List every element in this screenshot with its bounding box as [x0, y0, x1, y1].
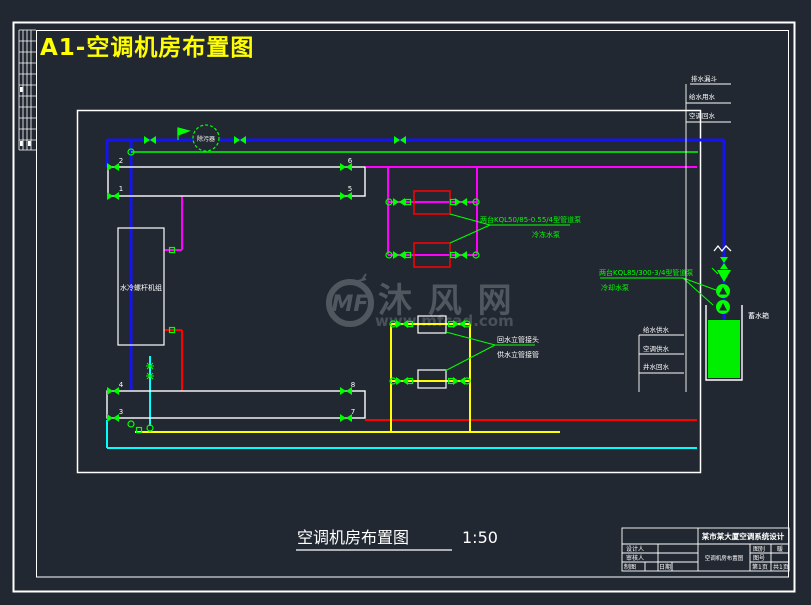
title-block: 某市某大厦空调系统设计 空调机房布置图 设计人 审核人 制图 日期 图别 暖 图…	[36, 527, 790, 578]
svg-text:7: 7	[351, 408, 355, 416]
svg-text:8: 8	[351, 381, 355, 389]
cooling-pump-1-icon	[716, 284, 730, 298]
svg-text:3: 3	[119, 408, 123, 416]
pipe-drain-cyan	[106, 356, 697, 449]
tb-designer: 设计人	[626, 545, 644, 553]
chiller-unit: 水冷螺杆机组	[117, 227, 165, 346]
svg-text:6: 6	[348, 157, 353, 165]
riser-label-top: 回水立管接头	[497, 335, 539, 344]
cooling-pumps-spec: 两台KQL85/300-3/4型管道泵	[599, 268, 693, 277]
water-tank: 蓄水箱	[705, 305, 769, 381]
svg-text:5: 5	[348, 185, 352, 193]
watermark-logo-circle	[326, 279, 374, 327]
caption: 空调机房布置图 1:50	[296, 528, 498, 551]
tb-checker: 审核人	[626, 554, 644, 562]
supply-header-unit	[107, 166, 366, 197]
strainer-symbol: 除污器	[192, 124, 220, 152]
strainer-label: 除污器	[197, 135, 215, 143]
tb-pages: 共1页	[773, 563, 789, 571]
tb-no-label: 图号	[753, 555, 765, 562]
svg-text:排水漏斗: 排水漏斗	[691, 74, 718, 83]
svg-text:井水回水: 井水回水	[643, 362, 670, 371]
pipe-cooling-yellow	[135, 323, 560, 433]
svg-text:给水供水: 给水供水	[643, 325, 670, 334]
tank-label: 蓄水箱	[748, 311, 769, 320]
caption-text: 空调机房布置图	[297, 528, 409, 547]
seat-valve-icon	[711, 267, 731, 282]
watermark: MF 沐 风 网 www.mfcad.com	[326, 273, 514, 330]
shaft-table-top: 排水漏斗 给水用水 空调回水	[685, 74, 731, 392]
pipe-return-magenta	[164, 166, 697, 256]
leader-lines	[444, 213, 717, 372]
chiller-label: 水冷螺杆机组	[120, 283, 162, 292]
cooling-pumps-name: 冷却水泵	[601, 283, 629, 292]
svg-text:4: 4	[119, 381, 124, 389]
left-revision-strip	[18, 29, 36, 151]
tb-type-label: 图别	[753, 545, 765, 553]
tb-project: 某市某大厦空调系统设计	[702, 531, 785, 541]
pipe-hot-red	[164, 329, 697, 421]
return-header-unit	[106, 390, 366, 419]
port-numbers: 2 1 6 5 4 3 8 7	[119, 157, 355, 416]
svg-text:2: 2	[119, 157, 123, 165]
watermark-url: www.mfcad.com	[375, 312, 514, 330]
watermark-logo-text: MF	[332, 292, 369, 317]
shaft-table-mid: 给水供水 空调供水 井水回水	[638, 325, 684, 392]
chilled-pumps-name: 冷冻水泵	[532, 230, 560, 239]
svg-text:给水用水: 给水用水	[689, 92, 716, 101]
chilled-pumps-spec: 两台KQL50/85-0.55/4型管道泵	[480, 215, 581, 224]
tb-type: 暖	[777, 545, 783, 553]
riser-box-bottom	[417, 369, 447, 389]
pipe-chilled-supply	[105, 138, 726, 391]
sheet-title: A1-空调机房布置图	[40, 34, 254, 61]
tb-drawing: 空调机房布置图	[705, 554, 744, 562]
svg-text:空调供水: 空调供水	[643, 344, 670, 353]
plan-border	[76, 109, 702, 474]
caption-scale: 1:50	[462, 528, 498, 547]
riser-box-top	[417, 315, 447, 334]
svg-text:1: 1	[119, 185, 123, 193]
filter-flag-icon	[177, 127, 191, 140]
riser-label-bottom: 供水立管接管	[497, 350, 539, 359]
tb-page: 第1页	[752, 563, 768, 571]
tb-date: 日期	[659, 563, 671, 571]
watermark-name: 沐 风 网	[378, 281, 514, 321]
valve-icon	[720, 257, 728, 269]
cooling-pump-2-icon	[716, 300, 730, 314]
svg-text:空调回水: 空调回水	[689, 111, 716, 120]
tb-drafter: 制图	[624, 563, 636, 571]
flexible-joint-icon	[713, 244, 732, 253]
